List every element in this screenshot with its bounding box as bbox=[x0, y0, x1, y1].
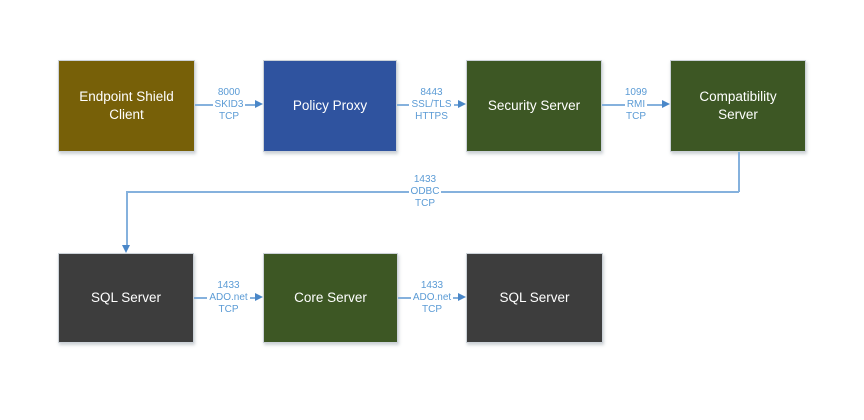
arrowhead-right-icon bbox=[458, 293, 466, 301]
protocol-label: ODBC bbox=[408, 186, 442, 198]
node-security-server: Security Server bbox=[466, 60, 602, 152]
transport-label: TCP bbox=[624, 111, 648, 123]
protocol-label: SSL/TLS bbox=[409, 99, 454, 111]
connector-compat-to-sql1-segment-drop bbox=[126, 192, 128, 245]
connector-sql1-to-core-label: 1433 ADO.net TCP bbox=[194, 280, 263, 316]
arrowhead-right-icon bbox=[458, 100, 466, 108]
node-sql-server-1: SQL Server bbox=[58, 253, 194, 343]
node-core-server: Core Server bbox=[263, 253, 398, 343]
transport-label: TCP bbox=[413, 198, 437, 210]
connector-proxy-to-security-label: 8443 SSL/TLS HTTPS bbox=[397, 87, 466, 123]
connector-compat-to-sql1-label: 1433 ODBC TCP bbox=[390, 174, 460, 210]
port-label: 1433 bbox=[215, 280, 242, 292]
port-label: 8443 bbox=[418, 87, 445, 99]
connector-client-to-proxy-label: 8000 SKID3 TCP bbox=[195, 87, 263, 123]
arrowhead-right-icon bbox=[255, 293, 263, 301]
arrowhead-right-icon bbox=[662, 100, 670, 108]
arrowhead-down-icon bbox=[122, 245, 130, 253]
port-label: 1433 bbox=[411, 174, 439, 186]
node-endpoint-shield-client: Endpoint Shield Client bbox=[58, 60, 195, 152]
transport-label: TCP bbox=[217, 111, 241, 123]
protocol-label: ADO.net bbox=[410, 292, 454, 304]
node-policy-proxy: Policy Proxy bbox=[263, 60, 397, 152]
node-compatibility-server: Compatibility Server bbox=[670, 60, 806, 152]
protocol-label: ADO.net bbox=[207, 292, 250, 304]
transport-label: HTTPS bbox=[413, 111, 450, 123]
arrowhead-right-icon bbox=[255, 100, 263, 108]
port-label: 1433 bbox=[418, 280, 446, 292]
connector-security-to-compat-label: 1099 RMI TCP bbox=[602, 87, 670, 123]
protocol-label: SKID3 bbox=[212, 99, 246, 111]
transport-label: TCP bbox=[420, 304, 444, 316]
connector-compat-to-sql1-segment-down bbox=[738, 152, 740, 192]
port-label: 1099 bbox=[622, 87, 650, 99]
transport-label: TCP bbox=[216, 304, 241, 316]
node-sql-server-2: SQL Server bbox=[466, 253, 603, 343]
protocol-label: RMI bbox=[624, 99, 648, 111]
port-label: 8000 bbox=[215, 87, 243, 99]
connector-core-to-sql2-label: 1433 ADO.net TCP bbox=[398, 280, 466, 316]
